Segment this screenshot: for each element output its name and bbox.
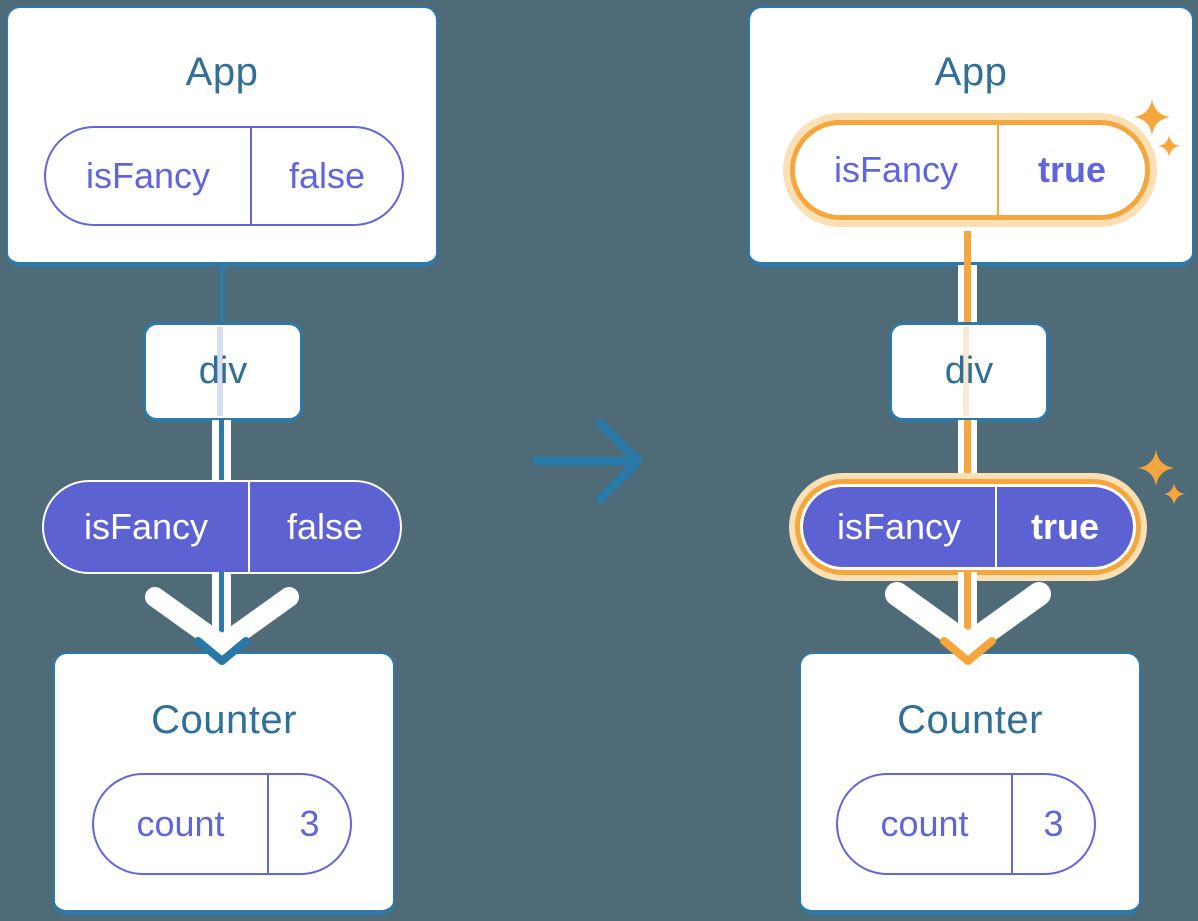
app-card-before: App isFancy false: [6, 6, 438, 267]
state-value: 3: [299, 803, 320, 844]
pill-divider: [267, 775, 269, 873]
counter-card-before: Counter count 3: [53, 652, 395, 915]
state-name: count: [880, 803, 969, 844]
div-node-before: div: [143, 322, 303, 422]
state-pill-counter-after: count 3: [836, 773, 1096, 875]
prop-name: isFancy: [836, 506, 962, 547]
prop-name: isFancy: [833, 149, 959, 190]
pill-divider: [995, 487, 997, 567]
connector-div-to-prop-after: [958, 420, 977, 482]
prop-pill-app-after: isFancy true: [790, 120, 1150, 220]
connector-div-to-prop-before: [212, 420, 231, 482]
component-title-counter: Counter: [897, 698, 1043, 742]
pill-divider: [997, 125, 999, 215]
component-title-counter: Counter: [151, 698, 297, 742]
connector-prop-to-counter-before: [212, 572, 231, 644]
prop-value: false: [288, 155, 366, 196]
prop-value: false: [286, 506, 364, 547]
pill-divider: [1011, 775, 1013, 873]
component-title-app: App: [185, 50, 259, 94]
passed-prop-pill-before: isFancy false: [42, 480, 402, 574]
transition-arrow-icon: [532, 418, 643, 504]
div-label: div: [944, 350, 994, 392]
state-value: 3: [1043, 803, 1064, 844]
connector-prop-stub-after: [964, 231, 971, 267]
prop-passthrough-line: [963, 327, 969, 416]
component-title-app: App: [934, 50, 1008, 94]
connector-app-to-div-after: [958, 265, 977, 324]
prop-name: isFancy: [85, 155, 211, 196]
sparkle-icon: [1164, 483, 1185, 505]
prop-pill-app-before: isFancy false: [44, 126, 404, 226]
connector-app-to-div-before: [220, 265, 225, 324]
prop-passthrough-line: [217, 327, 223, 416]
connector-prop-to-counter-after: [958, 572, 977, 644]
prop-value: true: [1030, 506, 1099, 547]
app-card-after: App isFancy true: [748, 6, 1194, 267]
pill-divider: [248, 482, 250, 572]
div-label: div: [198, 350, 248, 392]
div-node-after: div: [889, 322, 1049, 422]
prop-name: isFancy: [83, 506, 209, 547]
prop-value: true: [1037, 149, 1106, 190]
passed-prop-pill-after: isFancy true: [800, 484, 1136, 570]
pill-divider: [250, 128, 252, 224]
state-name: count: [136, 803, 225, 844]
counter-card-after: Counter count 3: [799, 652, 1141, 915]
state-pill-counter-before: count 3: [92, 773, 352, 875]
sparkle-icon: [1138, 450, 1174, 486]
